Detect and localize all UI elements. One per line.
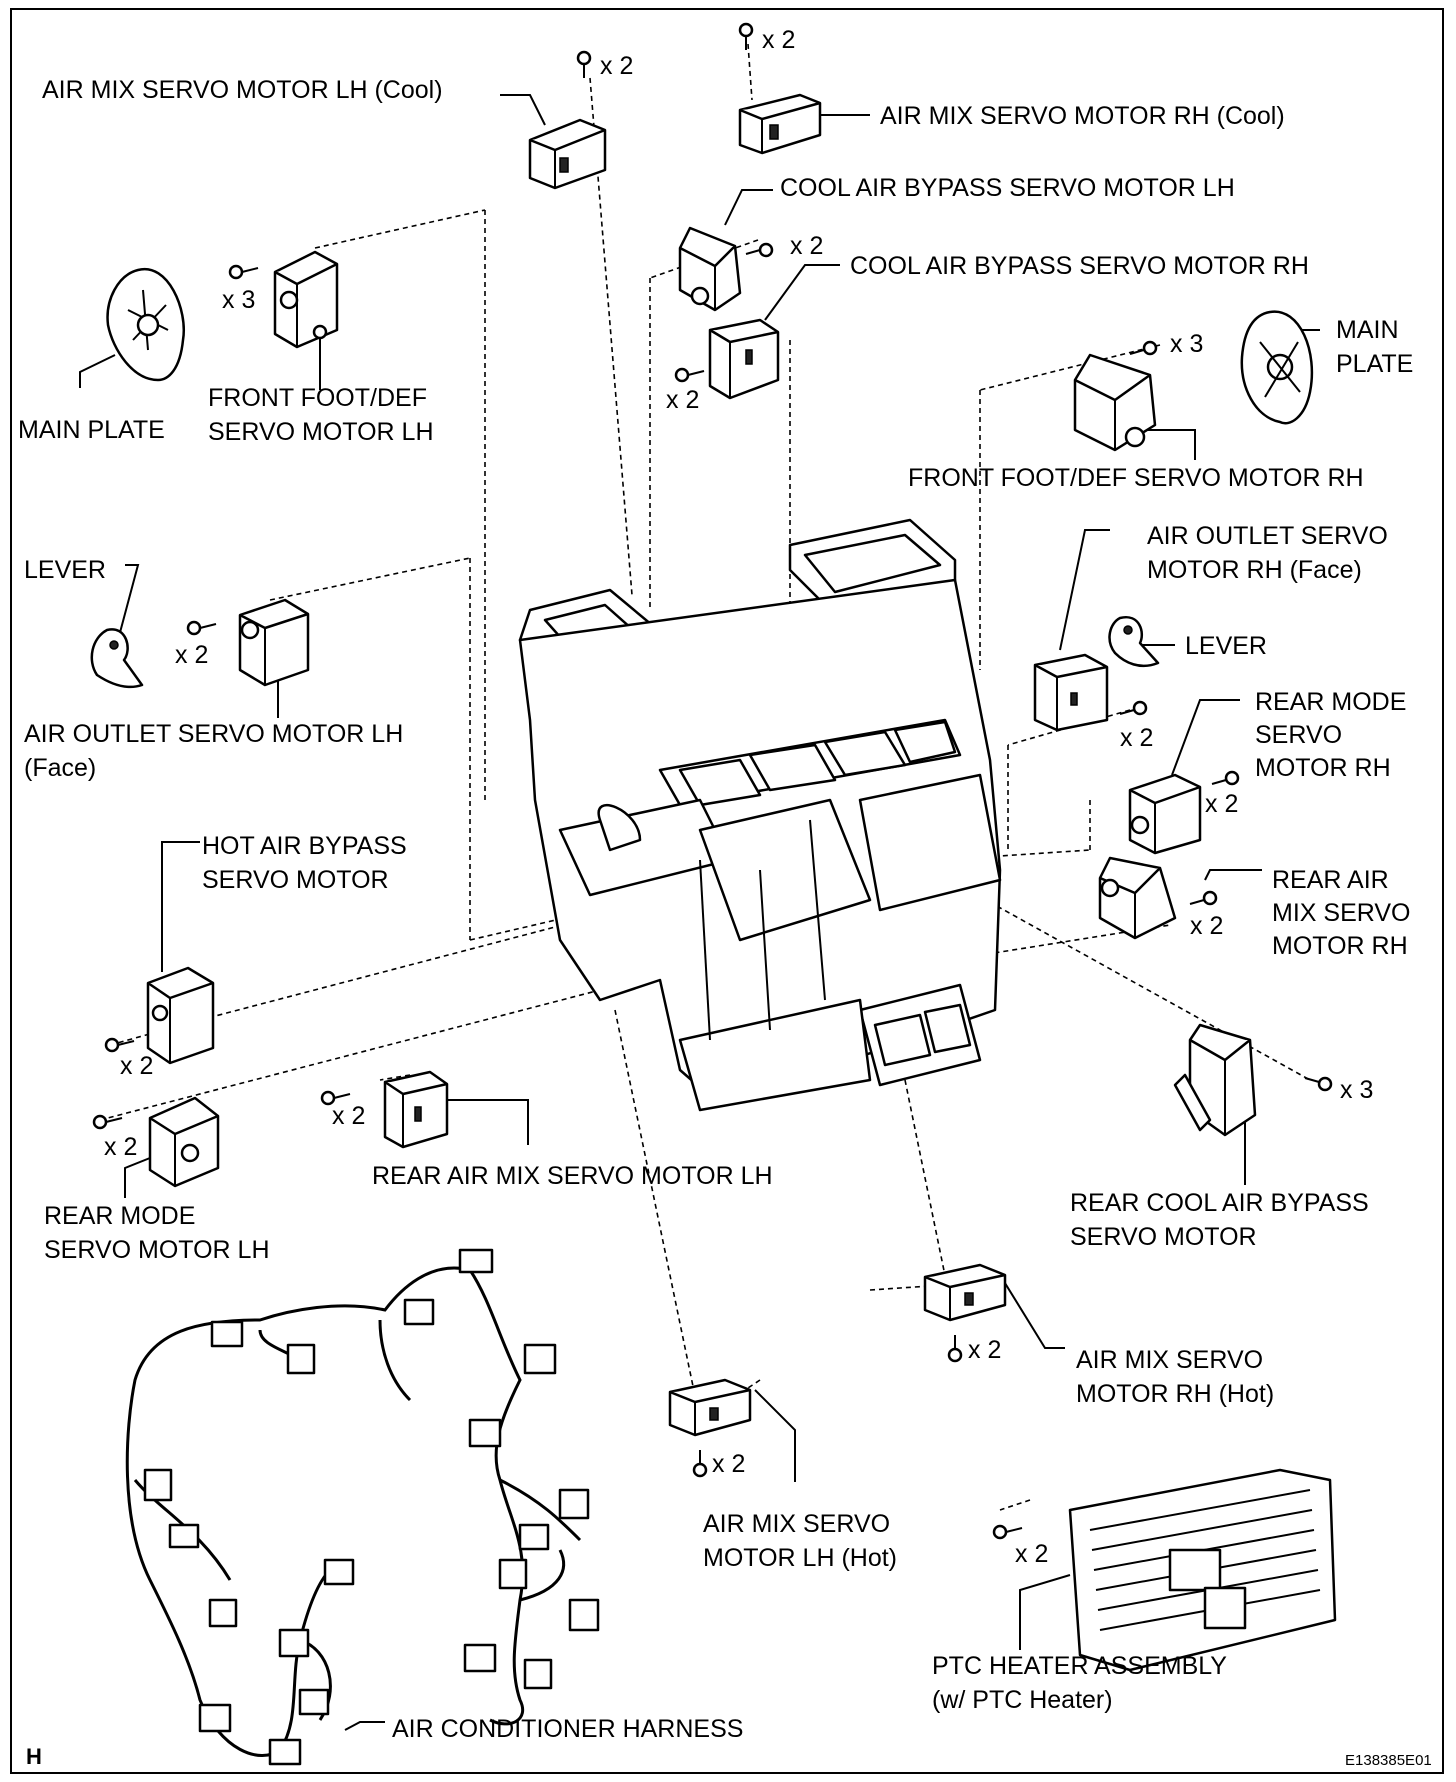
label-air-outlet-lh-line1: AIR OUTLET SERVO MOTOR LH — [24, 720, 404, 748]
label-front-foot-def-lh-line1: FRONT FOOT/DEF — [208, 384, 427, 412]
lever-left — [90, 628, 144, 689]
label-rear-air-mix-rh-line2: MIX SERVO — [1272, 899, 1411, 927]
leader-lines — [79, 94, 1320, 1731]
label-air-mix-rh-hot-line2: MOTOR RH (Hot) — [1076, 1380, 1275, 1408]
label-cool-air-bypass-servo-motor-rh: COOL AIR BYPASS SERVO MOTOR RH — [850, 252, 1309, 280]
qty-air-mix-lh-cool: x 2 — [600, 52, 634, 80]
qty-rear-air-mix-rh: x 2 — [1190, 912, 1224, 940]
qty-rear-mode-rh: x 2 — [1205, 790, 1239, 818]
label-air-outlet-rh-line2: MOTOR RH (Face) — [1147, 556, 1362, 584]
servo-motor-front-foot-def-lh — [273, 250, 339, 349]
corner-letter: H — [26, 1744, 42, 1769]
label-lever-left: LEVER — [24, 556, 106, 584]
label-air-mix-rh-hot-line1: AIR MIX SERVO — [1076, 1346, 1264, 1374]
servo-motor-air-mix-lh-cool — [528, 118, 607, 190]
servo-motor-cool-bypass-rh — [708, 318, 780, 400]
label-main-plate-right-line2: PLATE — [1336, 350, 1414, 378]
qty-ptc-heater: x 2 — [1015, 1540, 1049, 1568]
label-air-mix-lh-hot-line1: AIR MIX SERVO — [703, 1510, 891, 1538]
qty-hot-air-bypass: x 2 — [120, 1052, 154, 1080]
ptc-heater-assembly — [1068, 1468, 1337, 1672]
label-hot-air-bypass-line1: HOT AIR BYPASS — [202, 832, 407, 860]
servo-motor-air-outlet-lh — [238, 598, 310, 687]
label-main-plate-left: MAIN PLATE — [18, 416, 165, 444]
figure-code: E138385E01 — [1345, 1752, 1432, 1769]
servo-motor-air-mix-lh-hot — [668, 1378, 752, 1437]
diagram-frame — [10, 8, 1444, 1774]
label-rear-mode-lh-line1: REAR MODE — [44, 1202, 196, 1230]
servo-motor-air-mix-rh-cool — [738, 93, 822, 155]
label-rear-mode-rh-line3: MOTOR RH — [1255, 754, 1391, 782]
label-main-plate-right-line1: MAIN — [1336, 316, 1399, 344]
servo-motor-front-foot-def-rh — [1073, 353, 1157, 452]
lever-right — [1108, 615, 1160, 668]
label-rear-mode-rh-line2: SERVO — [1255, 721, 1343, 749]
hvac-unit-assembly — [518, 518, 1002, 1112]
servo-motor-air-mix-rh-hot — [923, 1263, 1007, 1322]
label-air-mix-servo-motor-rh-cool: AIR MIX SERVO MOTOR RH (Cool) — [880, 102, 1285, 130]
label-air-conditioner-harness: AIR CONDITIONER HARNESS — [392, 1715, 744, 1743]
label-ptc-heater-line1: PTC HEATER ASSEMBLY — [932, 1652, 1227, 1680]
servo-motor-hot-air-bypass — [146, 966, 215, 1065]
qty-front-foot-def-lh: x 3 — [222, 286, 256, 314]
label-air-mix-lh-hot-line2: MOTOR LH (Hot) — [703, 1544, 897, 1572]
servo-motor-cool-bypass-lh — [678, 226, 742, 312]
label-rear-cool-bypass-line1: REAR COOL AIR BYPASS — [1070, 1189, 1369, 1217]
label-rear-mode-rh-line1: REAR MODE — [1255, 688, 1407, 716]
label-hot-air-bypass-line2: SERVO MOTOR — [202, 866, 389, 894]
qty-air-outlet-lh: x 2 — [175, 641, 209, 669]
main-plate-left — [106, 267, 186, 382]
screw-icons — [92, 22, 1333, 1540]
label-cool-air-bypass-servo-motor-lh: COOL AIR BYPASS SERVO MOTOR LH — [780, 174, 1235, 202]
qty-air-mix-lh-hot: x 2 — [712, 1450, 746, 1478]
qty-air-mix-rh-cool: x 2 — [762, 26, 796, 54]
label-rear-cool-bypass-line2: SERVO MOTOR — [1070, 1223, 1257, 1251]
qty-front-foot-def-rh: x 3 — [1170, 330, 1204, 358]
servo-motor-rear-air-mix-rh — [1098, 856, 1177, 940]
label-rear-air-mix-rh-line1: REAR AIR — [1272, 866, 1389, 894]
label-lever-right: LEVER — [1185, 632, 1267, 660]
servo-motor-air-outlet-rh — [1033, 653, 1109, 732]
label-air-mix-servo-motor-lh-cool: AIR MIX SERVO MOTOR LH (Cool) — [42, 76, 443, 104]
label-air-outlet-lh-line2: (Face) — [24, 754, 97, 782]
qty-air-mix-rh-hot: x 2 — [968, 1336, 1002, 1364]
qty-air-outlet-rh: x 2 — [1120, 724, 1154, 752]
label-ptc-heater-line2: (w/ PTC Heater) — [932, 1686, 1113, 1714]
servo-motor-rear-mode-lh — [148, 1096, 220, 1188]
qty-cool-bypass-rh: x 2 — [666, 386, 700, 414]
servo-motor-rear-air-mix-lh — [383, 1070, 449, 1149]
main-plate-right — [1240, 310, 1314, 425]
label-rear-mode-lh-line2: SERVO MOTOR LH — [44, 1236, 270, 1264]
servo-motor-rear-cool-air-bypass — [1173, 1023, 1257, 1137]
qty-rear-mode-lh: x 2 — [104, 1133, 138, 1161]
label-front-foot-def-servo-motor-rh: FRONT FOOT/DEF SERVO MOTOR RH — [908, 464, 1364, 492]
qty-rear-cool-bypass: x 3 — [1340, 1076, 1374, 1104]
qty-cool-bypass-lh: x 2 — [790, 232, 824, 260]
qty-rear-air-mix-lh: x 2 — [332, 1102, 366, 1130]
label-rear-air-mix-servo-motor-lh: REAR AIR MIX SERVO MOTOR LH — [372, 1162, 773, 1190]
label-front-foot-def-lh-line2: SERVO MOTOR LH — [208, 418, 434, 446]
air-conditioner-harness — [125, 1248, 600, 1766]
servo-motor-rear-mode-rh — [1128, 773, 1202, 855]
label-air-outlet-rh-line1: AIR OUTLET SERVO — [1147, 522, 1388, 550]
label-rear-air-mix-rh-line3: MOTOR RH — [1272, 932, 1408, 960]
